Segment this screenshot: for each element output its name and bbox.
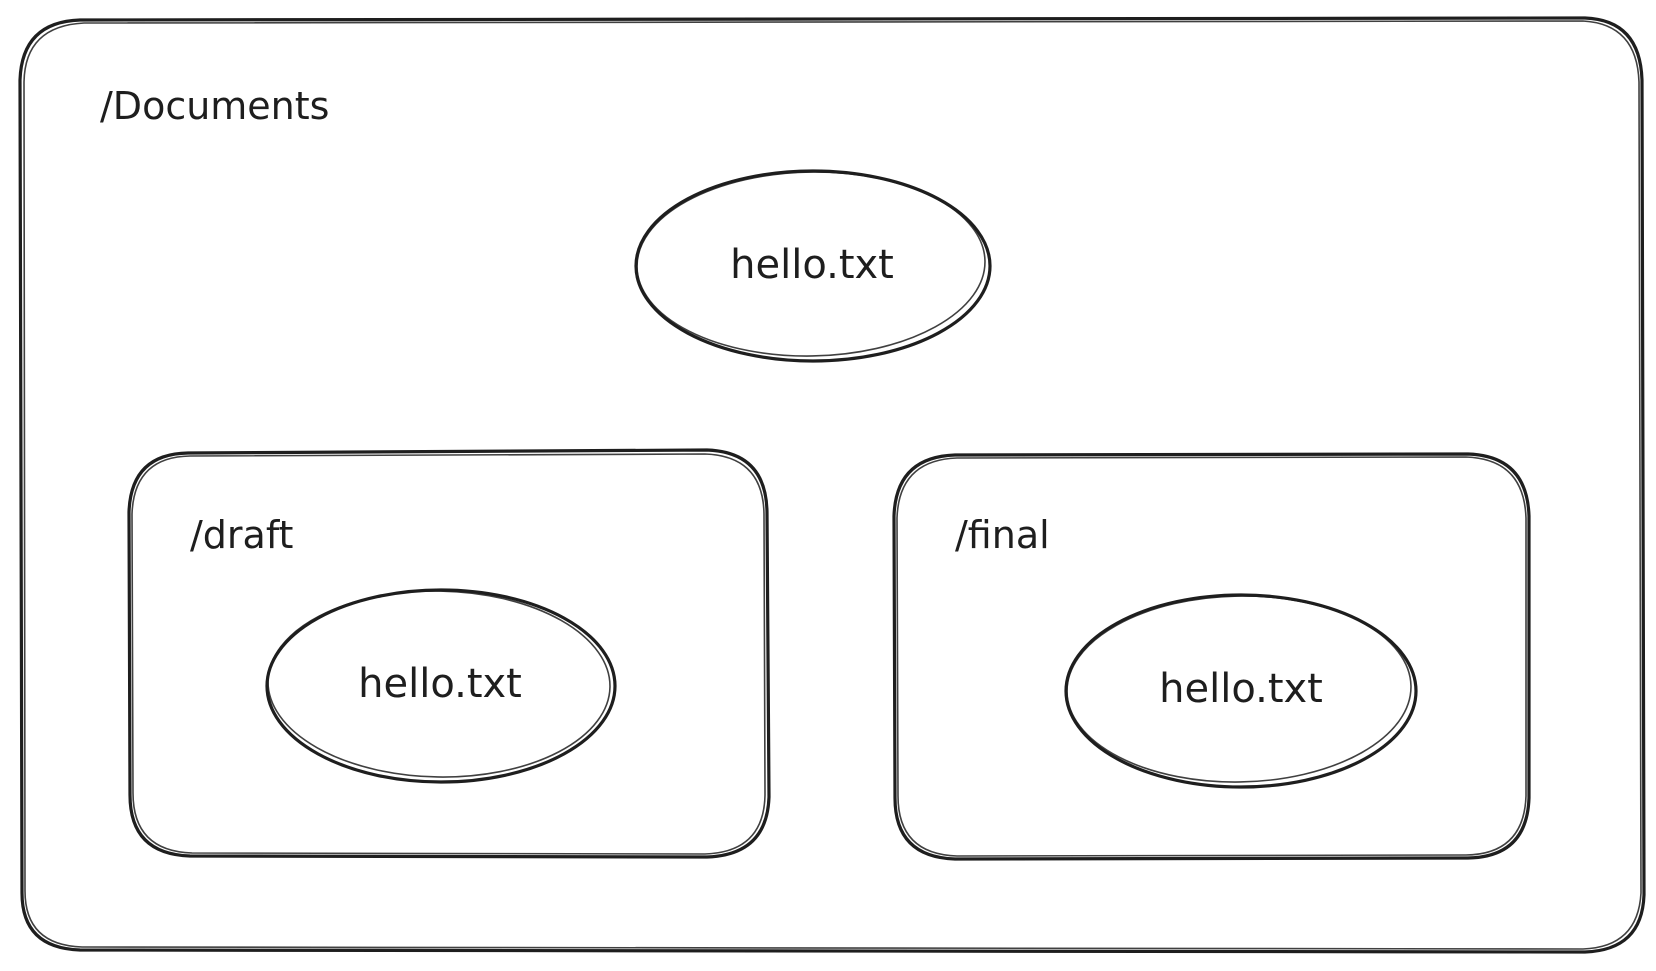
draft-folder-label: /draft [190, 513, 293, 557]
final-folder: /final hello.txt [892, 452, 1531, 861]
draft-file-node: hello.txt [265, 588, 617, 784]
final-folder-label: /final [955, 513, 1050, 557]
documents-file-label: hello.txt [730, 242, 894, 288]
documents-folder: /Documents hello.txt [18, 16, 1646, 954]
final-file-label: hello.txt [1159, 666, 1323, 712]
documents-folder-label: /Documents [100, 84, 329, 128]
documents-file-node: hello.txt [634, 169, 992, 363]
draft-folder: /draft hello.txt [127, 448, 771, 859]
final-file-node: hello.txt [1064, 593, 1418, 789]
draft-file-label: hello.txt [358, 661, 522, 707]
